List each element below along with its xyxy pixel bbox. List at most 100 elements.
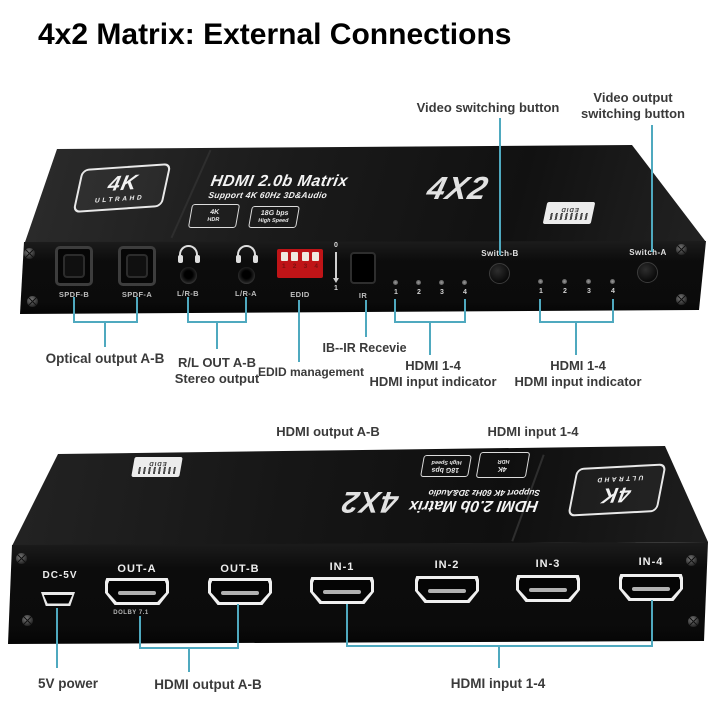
hdmi-port-in-4	[619, 574, 683, 601]
dip-number: 3	[303, 263, 308, 270]
annotation-line: R/L OUT A-B	[178, 355, 256, 370]
product-title: HDMI 2.0b Matrix Support 4K 60Hz 3D&Audi…	[208, 173, 350, 200]
dip-nub	[301, 252, 309, 261]
dip-nub	[291, 252, 299, 261]
4k-ultrahd-logo: 4K ULTRAHD	[567, 463, 667, 517]
hdmi-slot	[428, 589, 466, 594]
connector-line	[139, 647, 239, 649]
dip-nub	[311, 252, 319, 261]
barcode	[548, 213, 589, 220]
badge-4k-hdr: 4K HDR	[475, 452, 531, 478]
port-label-out-a: OUT-A	[117, 563, 157, 575]
connector-line	[651, 600, 653, 647]
port-label-edid: EDID	[290, 290, 310, 299]
screw-icon	[22, 615, 33, 626]
dip-track-arrow-icon	[333, 278, 339, 283]
annotation-line: HDMI input indicator	[514, 373, 642, 389]
switch-b-button	[489, 263, 510, 284]
edid-sticker: EDID	[131, 457, 183, 477]
connector-line	[365, 300, 367, 337]
port-label-in-2: IN-2	[434, 559, 460, 571]
badge-line: HDR	[497, 458, 511, 465]
product-support: Support 4K 60Hz 3D&Audio	[427, 487, 541, 498]
connector-line	[104, 323, 106, 347]
connector-line	[539, 299, 541, 323]
annotation-bottom-hdmi-output: HDMI output A-B	[154, 677, 262, 692]
connector-line	[188, 649, 190, 672]
connector-line	[539, 321, 614, 323]
hdmi-port-hole	[622, 577, 680, 598]
badge-line: High Speed	[257, 217, 289, 224]
connector-line	[187, 321, 247, 323]
dip-number: 4	[314, 263, 318, 270]
headphone-ear	[236, 255, 241, 263]
port-label-spdif-b: SPDF-B	[58, 290, 90, 299]
sticker-text: EDID	[148, 460, 168, 466]
hdmi-port-hole	[519, 578, 577, 599]
annotation-mid-hdmi-input: HDMI input 1-4	[487, 424, 579, 439]
annotation-line: HDMI input indicator	[369, 373, 497, 389]
hdmi-port-out-a	[105, 578, 169, 605]
hdmi-port-out-b	[208, 578, 272, 605]
annotation-line: HDMI 1-4	[550, 358, 606, 373]
front-device-top-surface	[24, 145, 706, 245]
connector-line	[216, 323, 218, 349]
product-title: HDMI 2.0b Matrix Support 4K 60Hz 3D&Audi…	[408, 488, 541, 515]
annotation-line: Video output	[593, 90, 673, 105]
connector-line	[298, 300, 300, 362]
headphone-icon	[178, 245, 200, 263]
switch-a-label: Switch-A	[629, 248, 667, 257]
connector-line	[651, 125, 653, 252]
connector-line	[612, 299, 614, 323]
connector-line	[346, 645, 653, 647]
dip-number: 2	[292, 263, 297, 270]
headphone-arc	[237, 245, 256, 258]
headphone-ear	[253, 255, 258, 263]
connector-line	[575, 323, 577, 355]
hdmi-port-hole	[211, 581, 269, 602]
annotation-bottom-hdmi-input: HDMI input 1-4	[450, 676, 546, 691]
product-support: Support 4K 60Hz 3D&Audio	[207, 189, 329, 200]
screw-icon	[676, 294, 687, 305]
model-4x2: 4X2	[423, 170, 493, 206]
connector-line	[498, 647, 500, 668]
connector-line	[56, 608, 58, 668]
connector-line	[245, 297, 247, 323]
annotation-5v-power: 5V power	[37, 676, 99, 691]
screw-icon	[686, 555, 697, 566]
annotation-rl-out: R/L OUT A-B Stereo output	[152, 355, 282, 386]
annotation-line: switching button	[581, 105, 685, 121]
optical-port-hole	[126, 254, 148, 278]
hdmi-port-in-1	[310, 577, 374, 604]
dip-switch-nubs	[281, 252, 319, 261]
dip-track	[335, 252, 337, 278]
connector-line	[139, 616, 141, 649]
led-indicator	[586, 279, 591, 284]
rear-device-top-surface	[12, 446, 708, 546]
dip-zero-label: 0	[334, 242, 338, 249]
badge-18g-speed: 18G bps High Speed	[420, 455, 472, 477]
logo-4k-text: 4K	[599, 482, 633, 507]
led-number: 1	[539, 288, 543, 295]
annotation-line: Stereo output	[174, 370, 260, 386]
badge-line: 4K	[209, 208, 220, 216]
led-number: 2	[563, 288, 567, 295]
dip-one-label: 1	[334, 285, 338, 292]
port-label-out-b: OUT-B	[220, 563, 260, 575]
hdmi-port-hole	[418, 579, 476, 600]
connector-line	[394, 299, 396, 323]
audio-jack-a	[238, 267, 255, 284]
hdmi-port-in-2	[415, 576, 479, 603]
connector-line	[346, 604, 348, 647]
hdmi-slot	[529, 588, 567, 593]
led-number: 2	[417, 289, 421, 296]
led-number: 1	[394, 289, 398, 296]
optical-port-hole	[63, 254, 85, 278]
connector-line	[136, 297, 138, 323]
annotation-hdmi-indicator-a: HDMI 1-4 HDMI input indicator	[353, 358, 513, 389]
switch-a-button	[637, 262, 658, 283]
led-number: 3	[440, 289, 444, 296]
led-number: 4	[463, 289, 467, 296]
hdmi-slot	[221, 591, 259, 596]
